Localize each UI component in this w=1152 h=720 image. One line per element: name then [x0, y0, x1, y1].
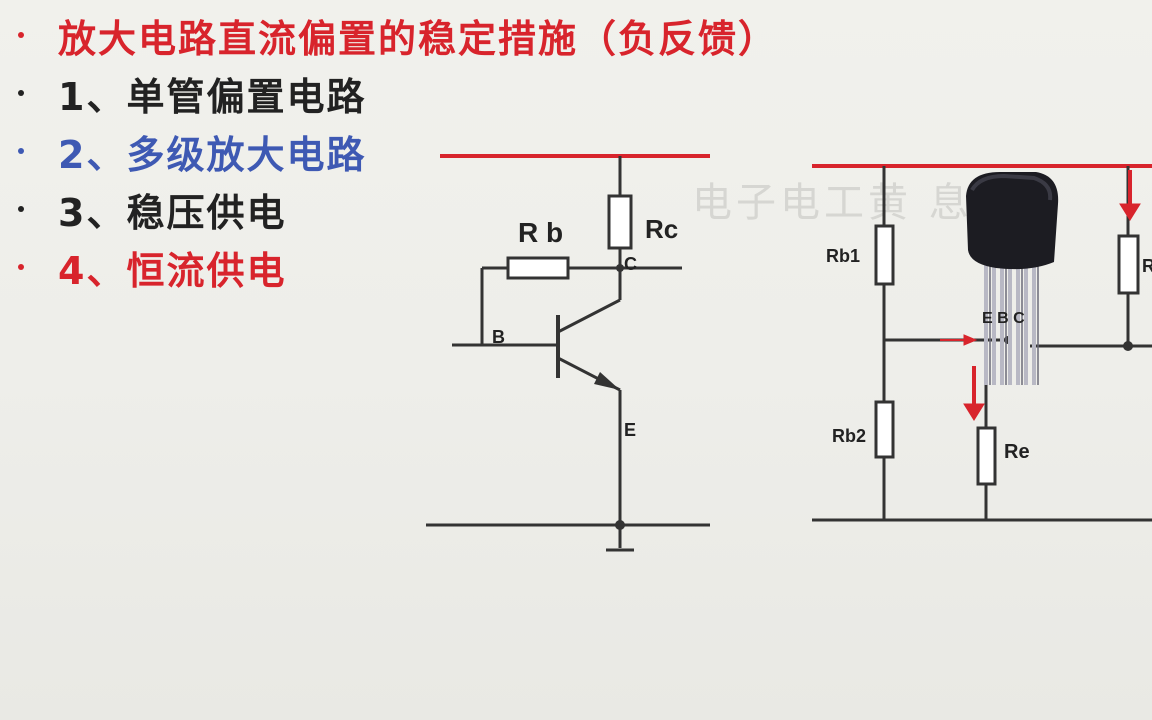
item-3-text: 3、稳压供电	[58, 190, 287, 235]
bullet-item-4: 4、恒流供电	[14, 238, 778, 296]
label-rb: R b	[518, 217, 563, 248]
transistor-collector	[557, 298, 621, 334]
circuit-1	[426, 154, 710, 552]
item-4-text: 4、恒流供电	[58, 248, 287, 293]
bullet-dot	[18, 148, 24, 154]
label-pins: E B C	[982, 310, 1025, 327]
arrow-down-icon	[1119, 203, 1141, 221]
bullet-dot	[18, 90, 24, 96]
bullet-item-2: 2、多级放大电路	[14, 122, 778, 180]
item-1-text: 1、单管偏置电路	[58, 74, 367, 119]
bullet-item-1: 1、单管偏置电路	[14, 64, 778, 122]
label-rb1: Rb1	[826, 246, 860, 266]
junction-dot	[616, 264, 624, 272]
bullet-list: 放大电路直流偏置的稳定措施（负反馈） 1、单管偏置电路 2、多级放大电路 3、稳…	[14, 6, 778, 296]
emitter-arrow	[594, 372, 620, 390]
bullet-dot	[18, 32, 24, 38]
arrow-right-icon	[963, 334, 978, 346]
label-r-right: R	[1142, 256, 1152, 276]
resistor-rb1	[874, 224, 895, 286]
label-re: Re	[1004, 441, 1030, 463]
bullet-dot	[18, 264, 24, 270]
label-c: C	[624, 254, 637, 274]
bullet-item-3: 3、稳压供电	[14, 180, 778, 238]
label-e: E	[624, 420, 636, 440]
junction-dot	[615, 520, 625, 530]
title-text: 放大电路直流偏置的稳定措施（负反馈）	[58, 16, 779, 61]
watermark: 电子电工黄 息	[692, 180, 973, 226]
bullet-title: 放大电路直流偏置的稳定措施（负反馈）	[14, 6, 778, 64]
resistor-rb2	[874, 400, 895, 459]
bullet-dot	[18, 206, 24, 212]
resistor-right	[1117, 234, 1140, 295]
label-rc: Rc	[645, 214, 678, 244]
current-arrows	[940, 170, 1141, 421]
junction-dot	[1123, 341, 1133, 351]
resistor-rc	[607, 194, 633, 250]
resistor-rb	[506, 256, 570, 280]
transistor-package-photo	[966, 172, 1059, 385]
item-2-text: 2、多级放大电路	[58, 132, 367, 177]
label-rb2: Rb2	[832, 426, 866, 446]
label-b: B	[492, 327, 505, 347]
resistor-re	[976, 426, 997, 486]
arrow-down-icon	[963, 403, 985, 421]
